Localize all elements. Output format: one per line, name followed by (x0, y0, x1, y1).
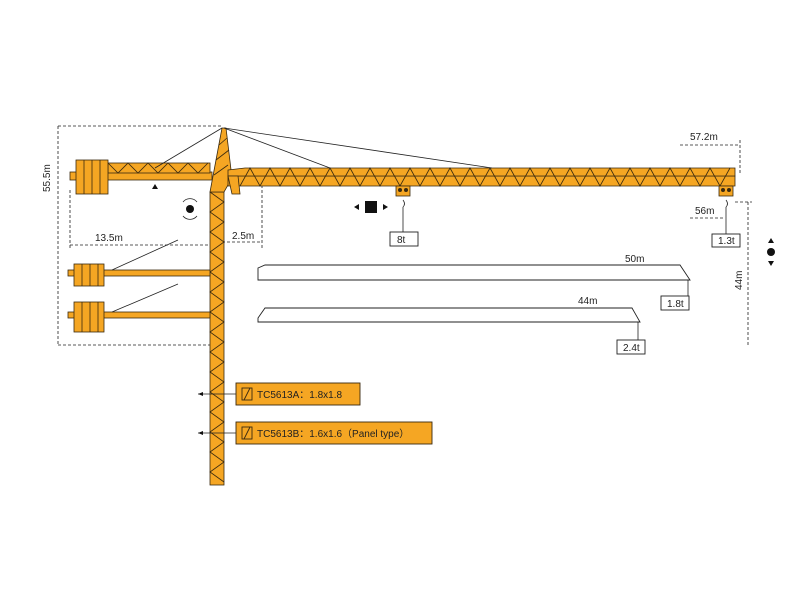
load-tip-box (711, 233, 741, 248)
main-jib (227, 167, 736, 195)
model-tag-b: TC5613B：1.6x1.6（Panel type） (235, 421, 433, 445)
jib-tie-1 (223, 127, 331, 169)
jib-44-label: 44m (578, 296, 597, 307)
counter-jib-label: 13.5m (95, 233, 123, 244)
hoist-direction-icon (767, 238, 775, 266)
variant-counter-jib-1 (67, 239, 211, 287)
load-50-label: 1.8t (667, 299, 684, 310)
counter-jib-tie (154, 127, 223, 169)
load-44-label: 2.4t (623, 343, 640, 354)
jib-50-label: 50m (625, 254, 644, 265)
model-a-label: TC5613A：1.8x1.8 (257, 390, 342, 401)
load-8t-box (389, 231, 419, 247)
tag-b-arrow-l (198, 431, 203, 435)
trolley-direction-icon (354, 201, 388, 213)
tag-a-arrow-l (198, 392, 203, 396)
tower-head (209, 127, 233, 193)
tower-mast (209, 191, 225, 486)
model-tag-a: TC5613A：1.8x1.8 (235, 382, 361, 406)
trolley-8t (395, 185, 411, 232)
load-8t-label: 8t (397, 235, 406, 246)
total-height-label: 55.5m (42, 164, 53, 192)
counterweight (75, 159, 109, 195)
hook-height-label: 44m (734, 271, 745, 290)
load-50-box (660, 295, 690, 311)
variant-counter-jib-2 (67, 283, 211, 333)
slewing-icon (182, 198, 198, 220)
counter-jib-marker (152, 184, 158, 189)
hook-radius-label: 56m (695, 206, 714, 217)
jib-variant-50m (257, 264, 691, 296)
max-jib-label: 57.2m (690, 132, 718, 143)
load-44-box (616, 339, 646, 355)
trolley-tip (718, 185, 734, 234)
jib-offset-label: 2.5m (232, 231, 254, 242)
jib-variant-44m (257, 307, 641, 340)
load-tip-label: 1.3t (718, 236, 735, 247)
jib-tie-2 (223, 127, 493, 169)
model-b-label: TC5613B：1.6x1.6（Panel type） (257, 428, 409, 440)
